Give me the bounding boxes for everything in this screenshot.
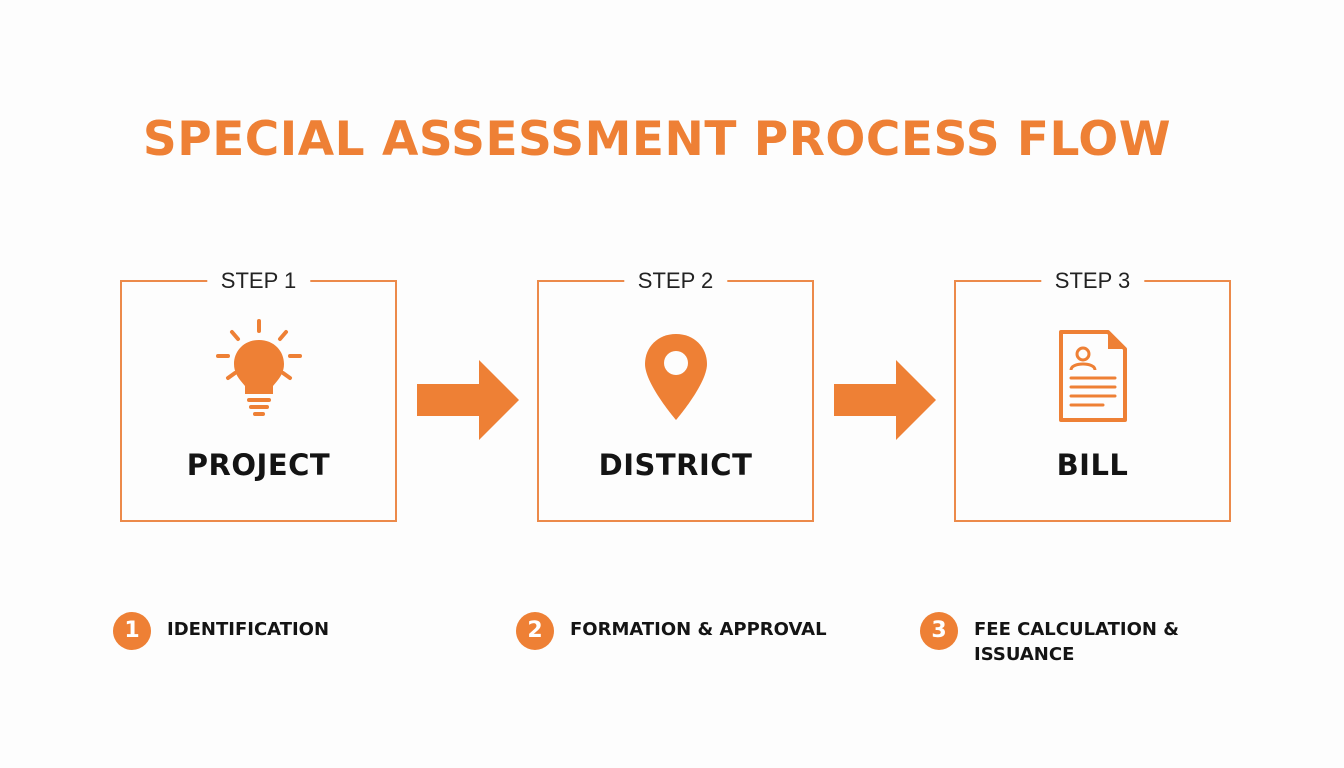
step-1-label: STEP 1 xyxy=(206,267,311,295)
legend-number-badge: 3 xyxy=(920,612,958,650)
lightbulb-icon xyxy=(204,316,314,426)
right-arrow-icon xyxy=(417,358,521,442)
legend-text: FEE CALCULATION & ISSUANCE xyxy=(974,619,1179,665)
legend-item-3: 3 FEE CALCULATION & ISSUANCE xyxy=(920,612,1204,667)
legend-text: FORMATION & APPROVAL xyxy=(570,619,827,640)
legend-text: IDENTIFICATION xyxy=(167,619,330,640)
legend-number-badge: 1 xyxy=(113,612,151,650)
location-pin-icon xyxy=(621,316,731,426)
diagram-title: SPECIAL ASSESSMENT PROCESS FLOW xyxy=(142,112,1172,167)
step-2-name: DISTRICT xyxy=(598,448,753,482)
step-1-box: STEP 1 PROJECT xyxy=(120,267,397,522)
step-2-label: STEP 2 xyxy=(623,267,728,295)
step-3-label: STEP 3 xyxy=(1040,267,1145,295)
right-arrow-icon xyxy=(834,358,938,442)
step-3-box: STEP 3 BILL xyxy=(954,267,1231,522)
step-3-name: BILL xyxy=(1056,448,1129,482)
step-2-box: STEP 2 DISTRICT xyxy=(537,267,814,522)
legend-item-2: 2 FORMATION & APPROVAL xyxy=(516,612,870,650)
legend-number-badge: 2 xyxy=(516,612,554,650)
legend-item-1: 1 IDENTIFICATION xyxy=(113,612,387,650)
document-icon xyxy=(1038,316,1148,426)
step-1-name: PROJECT xyxy=(186,448,331,482)
